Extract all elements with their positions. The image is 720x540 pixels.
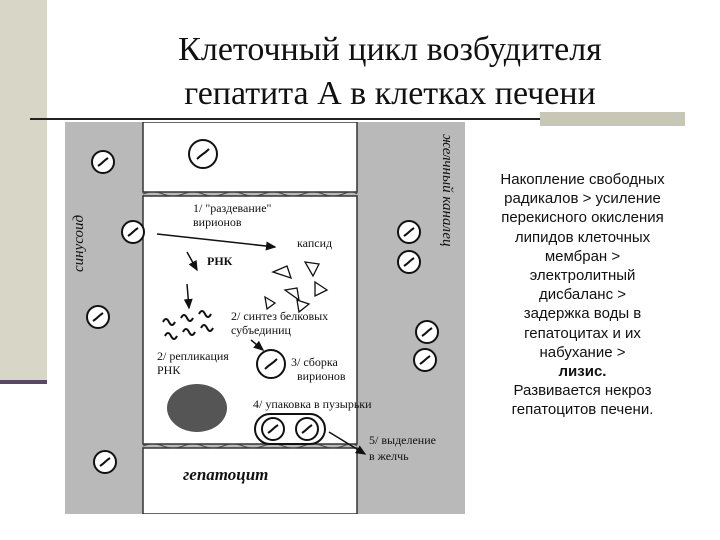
upper-hepatocyte [143, 122, 357, 192]
bile-virion [414, 349, 436, 371]
step4-label: 4/ упаковка в пузырьки [253, 397, 372, 411]
note-line: гепатоцитах и их [480, 324, 685, 343]
step1-label-line2: вирионов [193, 215, 242, 229]
note-line: дисбаланс > [480, 285, 685, 304]
sinusoid-virion [87, 306, 109, 328]
assembled-virion [257, 350, 285, 378]
title-line-1: Клеточный цикл возбудителя [60, 28, 720, 72]
bile-canal-label: желчный каналец [439, 134, 455, 247]
note-line: гепатоцитов печени. [480, 400, 685, 419]
note-line: набухание > [480, 343, 685, 362]
note-line: липидов клеточных [480, 228, 685, 247]
left-decor-bar-accent [0, 380, 47, 384]
bile-virion [398, 251, 420, 273]
title-line-2: гепатита А в клетках печени [60, 72, 720, 116]
lysis-term: лизис. [559, 363, 607, 380]
step2b-label-line2: РНК [157, 363, 181, 377]
explanation-text: Накопление свободных радикалов > усилени… [480, 170, 685, 420]
note-line: электролитный [480, 266, 685, 285]
note-line: радикалов > усиление [480, 189, 685, 208]
sinusoid-virion [94, 451, 116, 473]
slide-title: Клеточный цикл возбудителя гепатита А в … [60, 28, 720, 116]
step2a-label-line2: субъединиц [231, 323, 292, 337]
upper-cell-virion [189, 140, 217, 168]
title-underline [30, 118, 540, 120]
step5-label-line2: в желчь [369, 449, 409, 463]
hepatitis-cell-cycle-diagram: синусоид желчный каналец 1/ "раздева [65, 122, 465, 514]
step3-label-line2: вирионов [297, 369, 346, 383]
nucleus [167, 384, 227, 432]
bile-virion [398, 221, 420, 243]
step3-label-line1: 3/ сборка [291, 355, 339, 369]
rna-label: РНК [207, 254, 233, 268]
note-line: Накопление свободных [480, 170, 685, 189]
note-line: мембран > [480, 247, 685, 266]
sinusoid-label: синусоид [71, 214, 87, 272]
note-line-emphasis: лизис. [480, 362, 685, 381]
hepatocyte-label: гепатоцит [183, 465, 268, 484]
note-line: перекисного окисления [480, 208, 685, 227]
note-line: Развивается некроз [480, 381, 685, 400]
step2a-label-line1: 2/ синтез белковых [231, 309, 328, 323]
step5-label-line1: 5/ выделение [369, 433, 436, 447]
step1-label-line1: 1/ "раздевание" [193, 201, 272, 215]
capsid-label: капсид [297, 236, 332, 250]
note-line: задержка воды в [480, 304, 685, 323]
sinusoid-virion [92, 151, 114, 173]
sinusoid-virion [122, 221, 144, 243]
vesicle [255, 414, 325, 444]
bile-virion [416, 321, 438, 343]
step2b-label-line1: 2/ репликация [157, 349, 229, 363]
left-decor-bar [0, 0, 47, 384]
